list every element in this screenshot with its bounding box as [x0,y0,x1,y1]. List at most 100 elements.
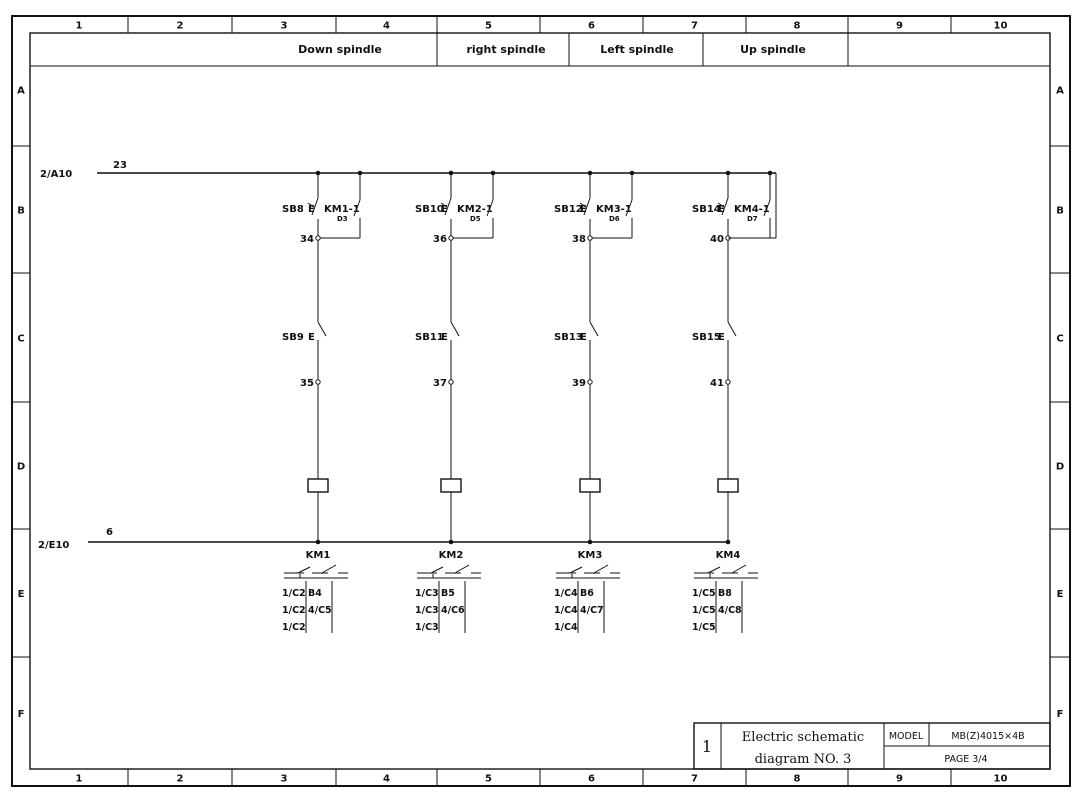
hold-contact-label: KM3-1 [596,204,632,215]
crossref-left: 1/C3 [415,605,439,616]
crossref-left: 1/C4 [554,622,578,633]
title-line-1: Electric schematic [742,730,864,745]
outer-border [11,15,1071,787]
terminal-node [448,235,454,241]
crossref-right: 4/C7 [580,605,604,616]
column-number: 7 [691,21,698,32]
column-number: 9 [896,21,903,32]
column-number: 6 [588,21,595,32]
crossref-left: 1/C2 [282,605,306,616]
column-number: 2 [177,774,184,785]
header-band: Down spindle right spindle Left spindle … [30,33,1050,67]
top-rail: 2/A10 23 [40,160,776,180]
crossref-left: 1/C5 [692,605,716,616]
row-letter: D [1056,462,1064,473]
stop-button-label: SB9 [282,332,304,343]
node-label: 38 [572,234,586,245]
node-label: 36 [433,234,447,245]
crossref-left: 1/C2 [282,622,306,633]
terminal-node [315,235,321,241]
start-button-label: SB8 [282,204,304,215]
column-number: 2 [177,21,184,32]
junction-dot [725,539,731,545]
bottom-rail-wire: 6 [106,527,113,538]
row-letter: E [1057,589,1064,600]
node-label: 40 [710,234,724,245]
row-letter: C [1056,334,1063,345]
row-letter: A [1056,86,1064,97]
terminal-node [725,379,731,385]
crossref-right: B4 [308,588,322,599]
hold-contact-ref: D7 [747,215,758,223]
terminal-node [315,379,321,385]
row-letter: F [1057,709,1064,720]
terminal-node [587,235,593,241]
junction-dot [315,539,321,545]
hold-contact-label: KM2-1 [457,204,493,215]
coil-label: KM4 [716,550,741,561]
pushbutton-symbol: E [718,332,725,343]
node-label: 34 [300,234,314,245]
pushbutton-symbol: E [580,204,587,215]
coil-symbol [440,478,462,493]
bottom-rail-ref: 2/E10 [38,540,69,551]
crossref-left: 1/C4 [554,605,578,616]
node-label: 39 [572,378,586,389]
node-label: 37 [433,378,447,389]
coil-label: KM3 [578,550,603,561]
model-label: MODEL [889,731,924,742]
start-button-label: SB14 [692,204,721,215]
row-letter: A [17,86,25,97]
coil-label: KM2 [439,550,464,561]
coil-symbol [579,478,601,493]
crossref-left: 1/C2 [282,588,306,599]
pushbutton-symbol: E [441,204,448,215]
start-button-label: SB10 [415,204,444,215]
coil-symbol [717,478,739,493]
stop-button-label: SB13 [554,332,583,343]
column-number: 6 [588,774,595,785]
crossref-right: 4/C6 [441,605,465,616]
title-sheet-number: 1 [702,737,712,756]
node-label: 35 [300,378,314,389]
coil-symbol [307,478,329,493]
crossref-right: 4/C5 [308,605,332,616]
crossref-right: B5 [441,588,455,599]
top-rail-wire: 23 [113,160,127,171]
stop-button-label: SB11 [415,332,444,343]
pushbutton-symbol: E [308,332,315,343]
column-number: 1 [76,21,83,32]
junction-dot [587,539,593,545]
pushbutton-symbol: E [308,204,315,215]
hold-contact-ref: D3 [337,215,348,223]
column-number: 4 [383,21,390,32]
row-letter: E [18,589,25,600]
column-number: 3 [281,21,288,32]
column-number: 10 [994,21,1008,32]
title-line-2: diagram NO. 3 [755,752,852,767]
coil-label: KM1 [306,550,331,561]
junction-dot [448,539,454,545]
column-number: 3 [281,774,288,785]
column-number: 7 [691,774,698,785]
model-value: MB(Z)4015×4B [951,731,1024,742]
column-number: 9 [896,774,903,785]
row-letter: D [17,462,25,473]
hold-contact-label: KM4-1 [734,204,770,215]
page-indicator: PAGE 3/4 [944,754,987,765]
row-letter: C [17,334,24,345]
hold-contact-ref: D6 [609,215,620,223]
start-button-label: SB12 [554,204,583,215]
pushbutton-symbol: E [718,204,725,215]
crossref-left: 1/C3 [415,622,439,633]
crossref-left: 1/C5 [692,622,716,633]
column-number: 8 [794,774,801,785]
crossref-right: B8 [718,588,732,599]
